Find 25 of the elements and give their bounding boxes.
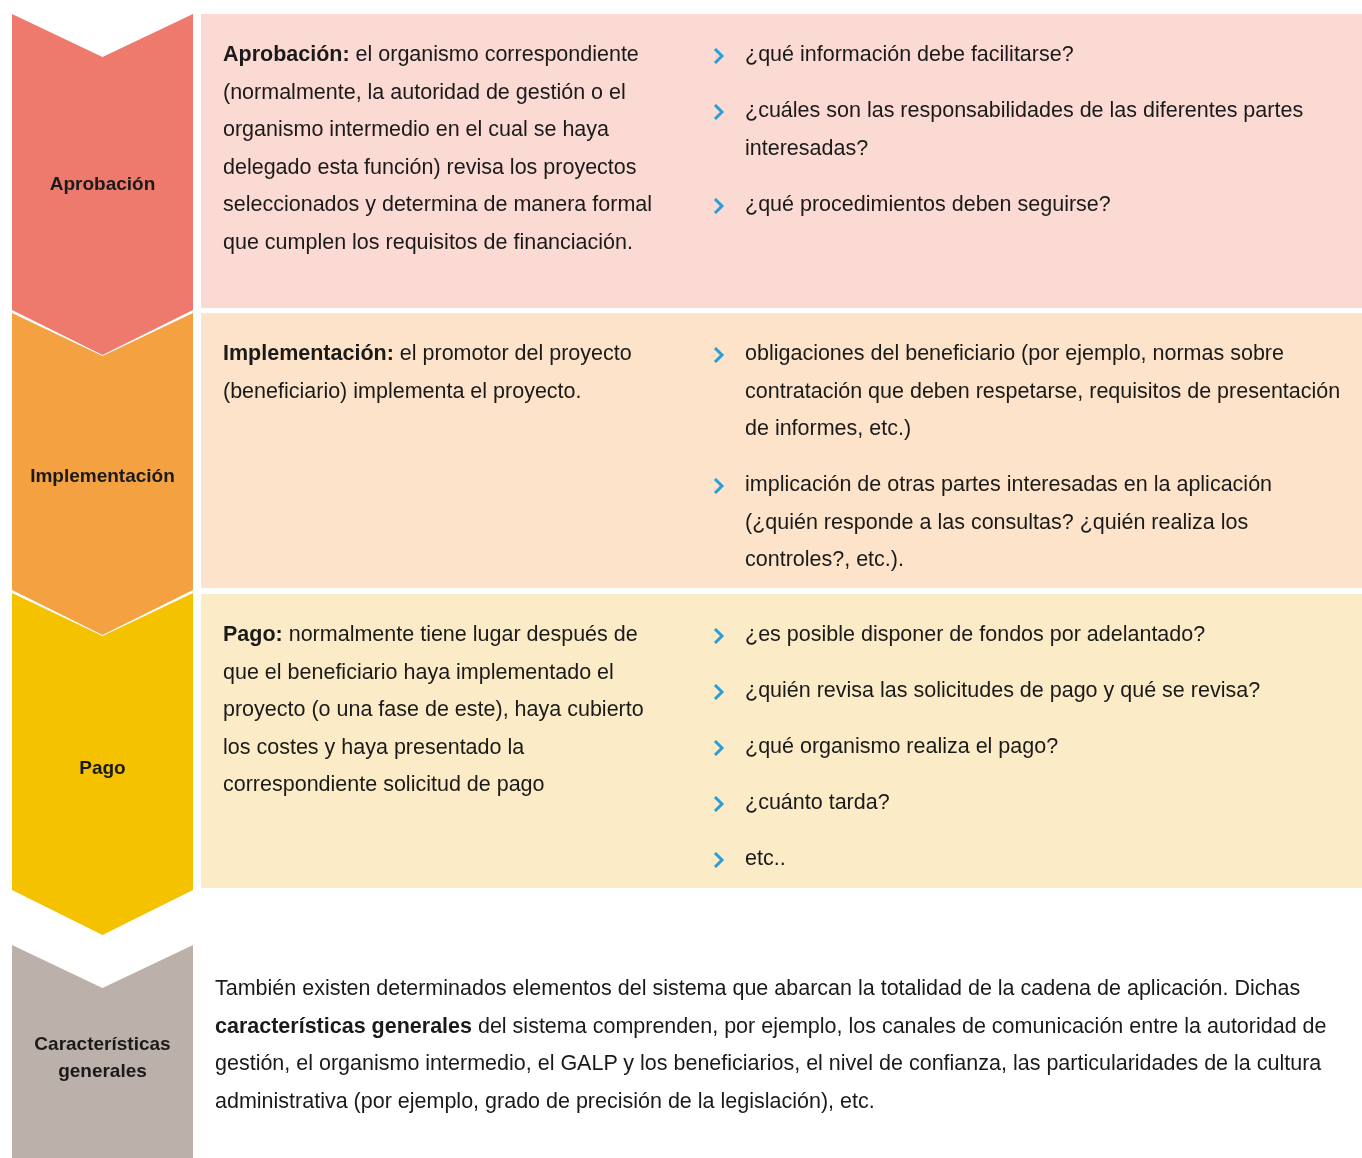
question-item: obligaciones del beneficiario (por ejemplo, normas sobre contratación que deben respetarse, requisitos de presentación de informes, etc.) xyxy=(745,340,1342,442)
stage-label: Pago xyxy=(79,755,126,780)
description-text: Aprobación: el organismo correspondiente (normalmente, la autoridad de gestión o el organismo intermedio en el cual se haya delegado esta función) revisa los proyectos seleccionados y determina de manera formal que cumplen los requisitos de financiación. xyxy=(223,41,654,256)
stage-banner xyxy=(12,313,193,635)
question-item: ¿es posible disponer de fondos por adelantado? xyxy=(745,621,1206,648)
question-item: ¿cuáles son las responsabilidades de las diferentes partes interesadas? xyxy=(745,97,1305,162)
question-item: implicación de otras partes interesadas en la aplicación (¿quién responde a las consultas? ¿quién realiza los controles?, etc.). xyxy=(745,471,1274,573)
stage-label: Implementación xyxy=(30,463,175,488)
stage-label: Características generales xyxy=(33,1032,172,1083)
stage-panel xyxy=(201,313,1362,588)
note-text: También existen determinados elementos del sistema que abarcan la totalidad de la cadena de aplicación. Dichas características generales del sistema comprenden, por ejemplo, los canales de comunicación entre la autoridad de gestión, el organismo intermedio, el GALP y los beneficiarios, el nivel de confianza, las particularidades de la cultura administrativa (por ejemplo, grado de precisión de la legislación), etc. xyxy=(215,975,1328,1115)
question-item: etc.. xyxy=(745,845,786,872)
stage-panel xyxy=(201,594,1362,888)
stage-panel xyxy=(201,14,1362,308)
stage-banner xyxy=(12,593,193,935)
stage-label: Aprobación xyxy=(49,171,156,196)
question-item: ¿qué procedimientos deben seguirse? xyxy=(745,190,1111,218)
stage-banner xyxy=(12,945,193,1158)
question-item: ¿quién revisa las solicitudes de pago y qué se revisa? xyxy=(745,677,1261,704)
stage-banner xyxy=(12,14,193,355)
description-text: Implementación: el promotor del proyecto (beneficiario) implementa el proyecto. xyxy=(223,340,633,405)
question-item: ¿cuánto tarda? xyxy=(745,789,890,816)
description-text: Pago: normalmente tiene lugar después de que el beneficiario haya implementado el proyecto (o una fase de este), haya cubierto los costes y haya presentado la correspondiente solicitud de pago xyxy=(223,621,645,798)
question-item: ¿qué información debe facilitarse? xyxy=(745,41,1074,68)
question-item: ¿qué organismo realiza el pago? xyxy=(745,733,1059,760)
